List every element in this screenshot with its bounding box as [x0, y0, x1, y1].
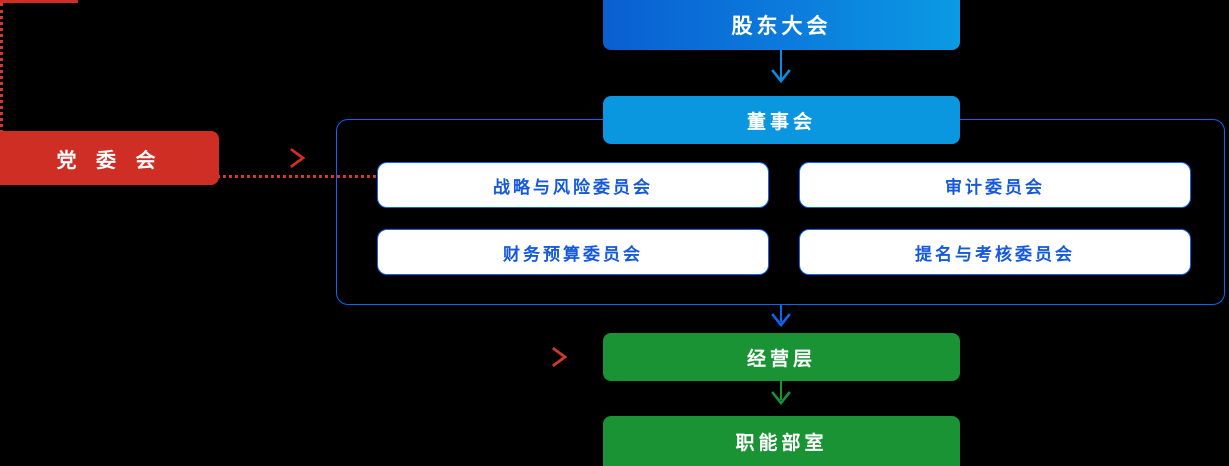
node-functional-departments: 职能部室: [603, 416, 960, 466]
arrow-down-icon-board-to-management: [771, 313, 791, 328]
node-shareholders-meeting: 股东大会: [603, 0, 960, 50]
committee-audit: 审计委员会: [799, 162, 1191, 208]
connector-party-to-management-vertical: [0, 2, 3, 175]
connector-board-to-management-line: [780, 305, 782, 322]
arrow-right-icon-party-to-board: [290, 148, 306, 168]
arrow-down-icon-shareholders-to-board: [771, 69, 791, 84]
node-board-of-directors: 董事会: [603, 96, 960, 144]
connector-party-to-board-line: [0, 0, 78, 3]
arrow-right-icon-party-to-management: [552, 347, 568, 367]
committee-nomination-and-appraisal: 提名与考核委员会: [799, 229, 1191, 275]
arrow-down-icon-management-to-departments: [771, 391, 791, 406]
connector-management-to-departments-line: [780, 381, 782, 400]
committee-list: 战略与风险委员会 审计委员会 财务预算委员会 提名与考核委员会: [377, 162, 1191, 275]
node-management-layer: 经营层: [603, 333, 960, 381]
node-party-committee: 党 委 会: [0, 131, 219, 185]
connector-shareholders-to-board-line: [780, 50, 782, 80]
committee-finance-budget: 财务预算委员会: [377, 229, 769, 275]
connector-party-to-management-horizontal: [0, 174, 443, 178]
committee-strategy-and-risk: 战略与风险委员会: [377, 162, 769, 208]
